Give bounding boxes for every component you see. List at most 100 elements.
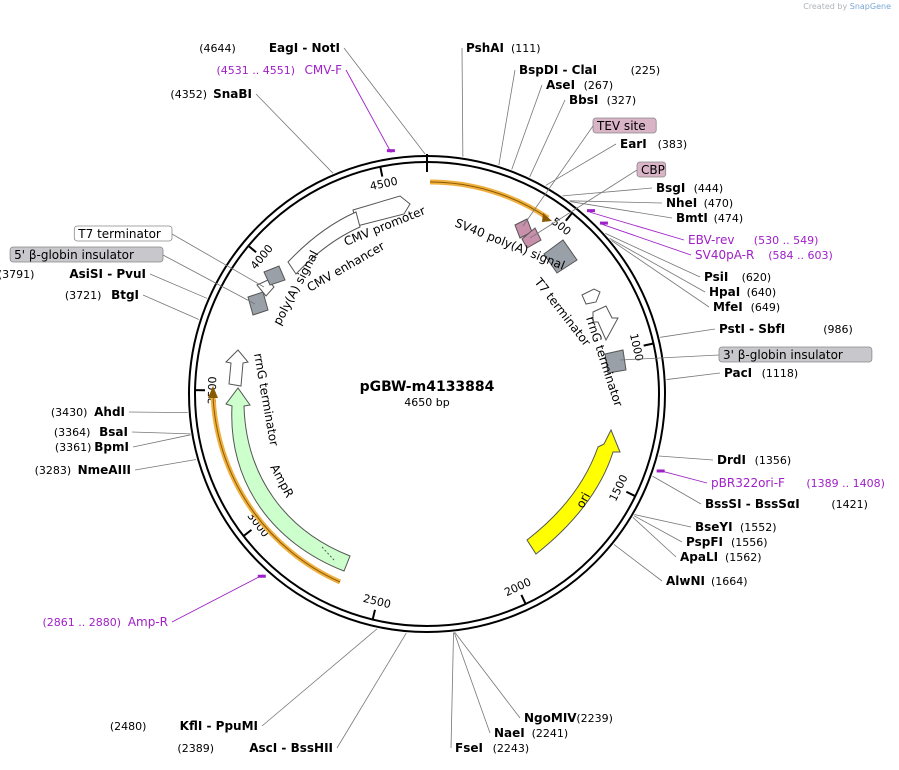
primer-leader-CMV-F <box>345 69 392 153</box>
polya-signal-box[interactable] <box>263 265 286 286</box>
leader-ApaLI <box>632 517 677 558</box>
site-NgoMIV[interactable]: NgoMIV(2239) <box>524 711 613 725</box>
site-pos: (4352) <box>170 88 207 101</box>
site-name: BseYI <box>695 520 733 534</box>
site-NmeAIII[interactable]: NmeAIII(3283) <box>35 463 131 477</box>
site-pos: (1118) <box>762 367 799 380</box>
box-leader <box>162 254 256 305</box>
cmv-enhancer-arrow[interactable] <box>287 211 361 275</box>
leader-BssSI <box>652 475 702 505</box>
feature-box-t7-terminator[interactable]: T7 terminator <box>73 225 173 242</box>
plasmid-name: pGBW-m4133884 <box>360 379 495 395</box>
site-NheI[interactable]: NheI(470) <box>666 196 733 210</box>
site-name: NgoMIV <box>524 711 577 725</box>
globin-insulator-5-box[interactable] <box>247 291 269 316</box>
site-PspFI[interactable]: PspFI(1556) <box>686 535 768 549</box>
cbp-box[interactable] <box>521 227 542 249</box>
site-BspDI[interactable]: BspDI - ClaI(225) <box>519 63 660 77</box>
rrng-terminator-arrow-right[interactable] <box>592 305 619 342</box>
snapgene-logo: SnapGene <box>849 2 891 11</box>
leader-MfeI <box>611 240 710 308</box>
site-pos: (1356) <box>755 454 792 467</box>
site-KflI[interactable]: KflI - PpuMI(2480) <box>110 719 258 733</box>
feature-box-3-globin-insulator[interactable]: 3' β-globin insulator <box>718 346 873 363</box>
site-AsiSI[interactable]: AsiSI - PvuI(3791) <box>0 267 146 281</box>
leader-PsiI <box>605 233 701 278</box>
feature-shapes <box>208 179 627 585</box>
orf-highlight-arrow <box>542 213 552 222</box>
site-BsaI[interactable]: BsaI(3364) <box>54 425 128 439</box>
primer-Amp-R[interactable]: Amp-R(2861 .. 2880) <box>42 615 168 629</box>
site-name: NaeI <box>494 726 525 740</box>
leader-lines <box>128 47 721 749</box>
primer-EBV-rev[interactable]: EBV-rev(530 .. 549) <box>688 233 818 247</box>
site-DrdI[interactable]: DrdI(1356) <box>717 453 791 467</box>
sv40-polya-box[interactable] <box>543 239 578 274</box>
leader-SnaBI <box>255 93 334 174</box>
site-MfeI[interactable]: MfeI(649) <box>713 300 780 314</box>
box-leader <box>619 354 720 361</box>
site-name: AseI <box>546 78 575 92</box>
site-AseI[interactable]: AseI(267) <box>546 78 613 92</box>
ori-arrow[interactable] <box>526 428 621 555</box>
site-PshAI[interactable]: PshAI (111) <box>466 41 541 55</box>
leader-NmeAIII <box>134 459 197 471</box>
site-BssSI[interactable]: BssSI - BssSαI(1421) <box>705 497 868 511</box>
site-PsiI[interactable]: PsiI(620) <box>704 270 771 284</box>
site-pos: (1664) <box>711 575 748 588</box>
rrng-terminator-arrow-left[interactable] <box>224 349 249 387</box>
leader-AlwNI <box>613 544 663 582</box>
primer-pBR322ori-F[interactable]: pBR322ori-F(1389 .. 1408) <box>711 476 885 490</box>
primer-leader-SV40pA-R <box>602 224 692 256</box>
site-name: ApaLI <box>680 550 718 564</box>
tick-1000 <box>643 342 654 347</box>
primer-range: (2861 .. 2880) <box>42 616 121 629</box>
primer-CMV-F[interactable]: CMV-F(4531 .. 4551) <box>216 63 342 77</box>
site-BseYI[interactable]: BseYI(1552) <box>695 520 777 534</box>
leader-PstI <box>660 328 716 338</box>
site-BmtI[interactable]: BmtI(474) <box>676 211 743 225</box>
site-pos: (111) <box>511 42 541 55</box>
site-AhdI[interactable]: AhdI(3430) <box>51 405 125 419</box>
site-pos: (383) <box>658 138 688 151</box>
site-AlwNI[interactable]: AlwNI(1664) <box>666 574 748 588</box>
tick-label-4000: 4000 <box>248 242 276 272</box>
leader-EarI <box>545 143 617 186</box>
leader-DrdI <box>658 455 714 461</box>
site-AscI[interactable]: AscI - BssHII(2389) <box>177 741 333 755</box>
site-EagI[interactable]: EagI - NotI(4644) <box>199 41 340 55</box>
site-SnaBI[interactable]: SnaBI(4352) <box>170 87 252 101</box>
site-ApaLI[interactable]: ApaLI(1562) <box>680 550 762 564</box>
site-PstI[interactable]: PstI - SbfI(986) <box>719 322 853 336</box>
site-name: MfeI <box>713 300 743 314</box>
site-BtgI[interactable]: BtgI(3721) <box>65 288 139 302</box>
site-HpaI[interactable]: HpaI(640) <box>709 285 776 299</box>
primer-name: pBR322ori-F <box>711 476 785 490</box>
site-pos: (640) <box>747 286 777 299</box>
site-name: AscI - BssHII <box>249 741 333 755</box>
site-EarI[interactable]: EarI (383) <box>620 137 687 151</box>
site-BpmI[interactable]: BpmI(3361) <box>55 440 129 454</box>
site-labels: EagI - NotI(4644) SnaBI(4352) PshAI (111) Bs… <box>0 41 885 755</box>
site-PacI[interactable]: PacI(1118) <box>724 366 798 380</box>
site-BbsI[interactable]: BbsI(327) <box>569 93 636 107</box>
feature-box-cbp[interactable]: CBP <box>636 161 667 178</box>
site-name: EarI <box>620 137 647 151</box>
feature-box-5-globin-insulator[interactable]: 5' β-globin insulator <box>9 246 164 263</box>
site-BsgI[interactable]: BsgI(444) <box>656 181 723 195</box>
globin-insulator-3-box[interactable] <box>604 349 627 374</box>
feature-box-text: 5' β-globin insulator <box>14 248 134 262</box>
feature-box-bg <box>9 246 164 263</box>
site-name: PshAI <box>466 41 504 55</box>
primer-mark-pBR322ori-F <box>656 469 665 473</box>
feature-box-tev-site[interactable]: TEV site <box>592 117 657 134</box>
site-pos: (3283) <box>35 464 72 477</box>
site-pos: (327) <box>607 94 637 107</box>
t7-terminator-arrow-right[interactable] <box>581 288 601 305</box>
site-FseI[interactable]: FseI(2243) <box>455 741 529 755</box>
ampr-arrow[interactable] <box>225 387 351 572</box>
primer-range: (530 .. 549) <box>754 234 819 247</box>
site-NaeI[interactable]: NaeI(2241) <box>494 726 568 740</box>
primer-SV40pA-R[interactable]: SV40pA-R(584 .. 603) <box>695 248 833 262</box>
leader-BspDI <box>498 69 516 166</box>
